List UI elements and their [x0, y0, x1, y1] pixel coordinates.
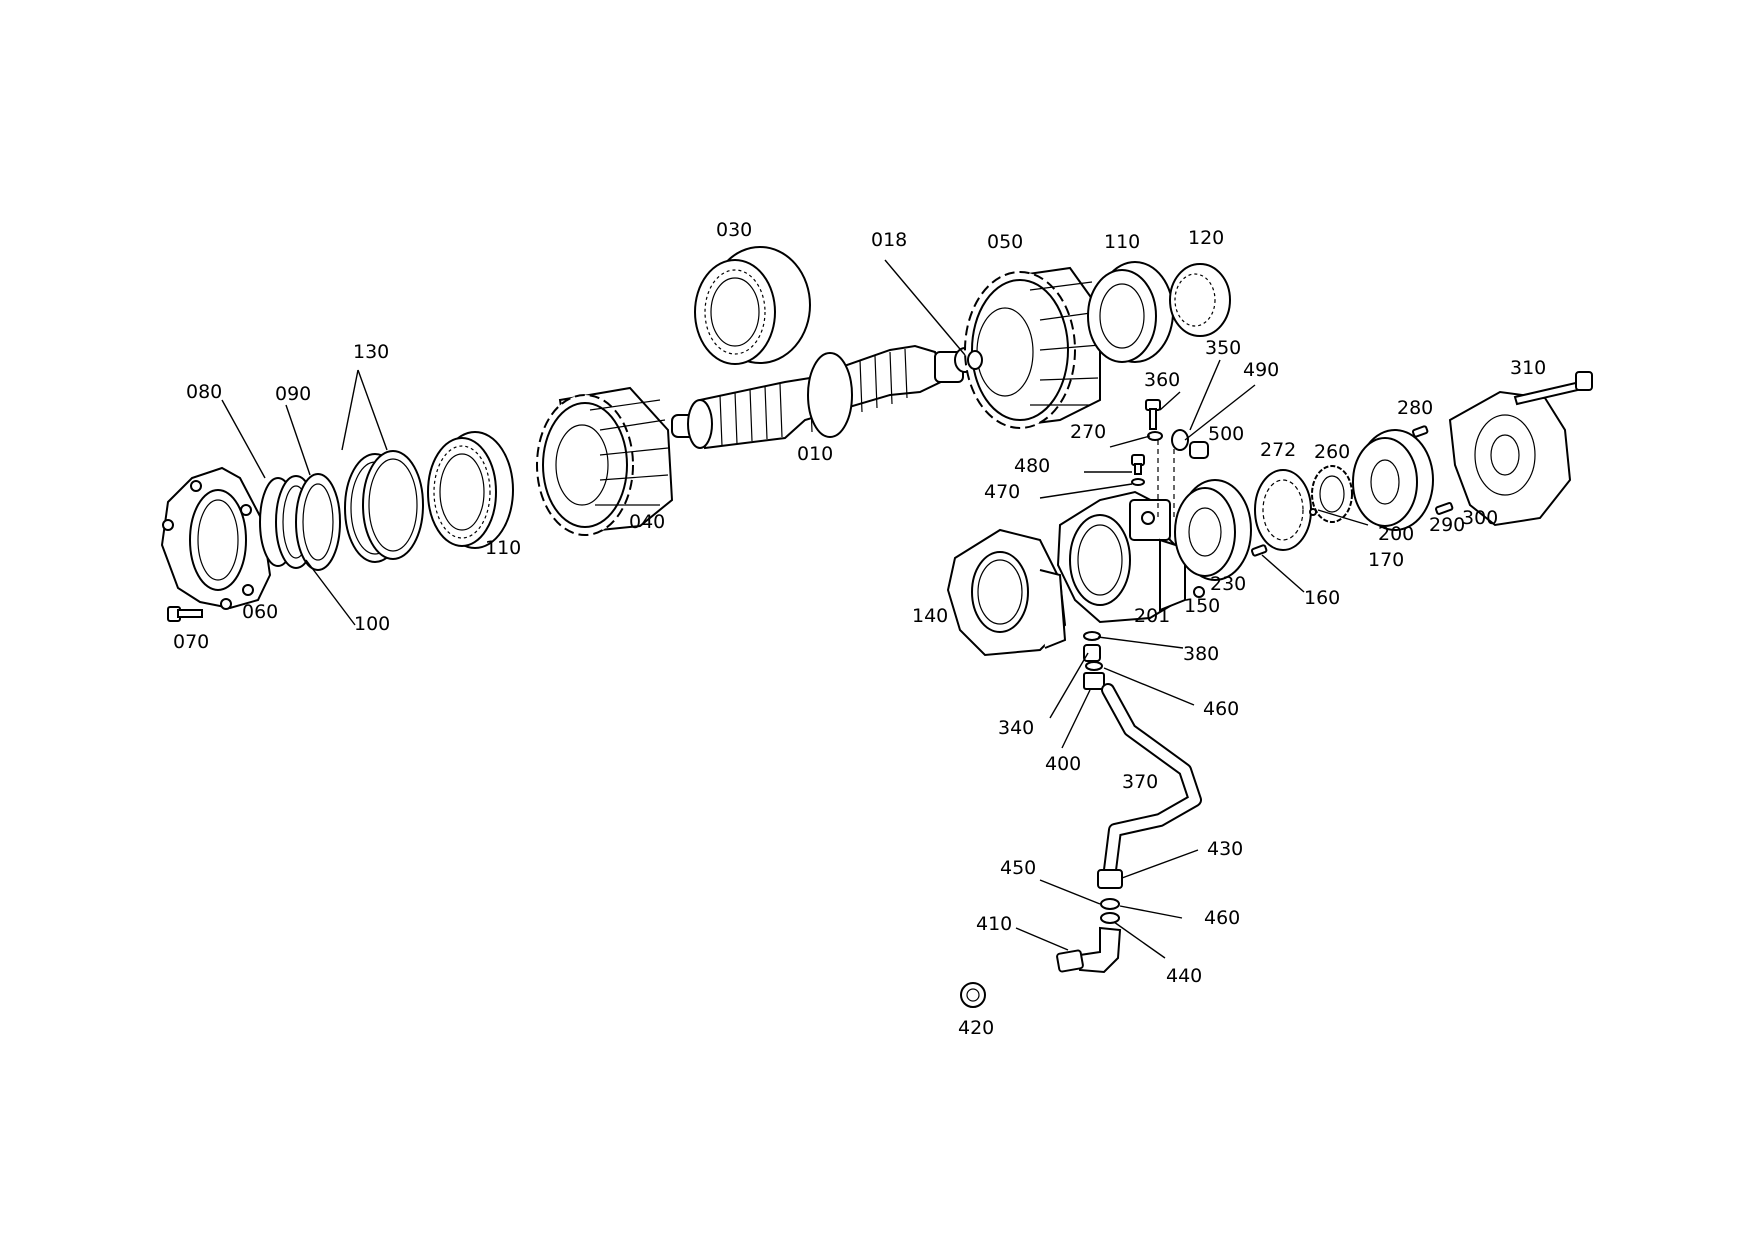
plug-500: [1189, 441, 1209, 459]
bearing-sleeve-030: [694, 246, 811, 365]
nut-400: [1083, 672, 1105, 690]
label-500: 500: [1208, 423, 1244, 445]
flange-cover-060: [160, 466, 272, 610]
label-140: 140: [912, 605, 948, 627]
label-120: 120: [1188, 227, 1224, 249]
label-280: 280: [1397, 397, 1433, 419]
part-labels: 030 018 050 110 120 130 080 090 350 490 …: [173, 219, 1546, 1039]
label-400: 400: [1045, 753, 1081, 775]
label-450: 450: [1000, 857, 1036, 879]
fitting-380: [1083, 631, 1101, 641]
plug-360: [1145, 399, 1161, 430]
label-410: 410: [976, 913, 1012, 935]
gear-040: [536, 386, 674, 536]
label-350: 350: [1205, 337, 1241, 359]
cover-300: [1448, 390, 1572, 527]
label-310: 310: [1510, 357, 1546, 379]
bearing-110-left: [427, 431, 514, 549]
label-300: 300: [1462, 507, 1498, 529]
bolt-070: [167, 606, 203, 622]
label-370: 370: [1122, 771, 1158, 793]
label-100: 100: [354, 613, 390, 635]
seal-230: [1174, 479, 1252, 581]
leader-lines: [221, 259, 1369, 959]
fitting-340: [1083, 644, 1101, 662]
label-270: 270: [1070, 421, 1106, 443]
label-030: 030: [716, 219, 752, 241]
label-170: 170: [1368, 549, 1404, 571]
ring-stack-080-090-100: [259, 473, 341, 571]
plug-480: [1131, 454, 1145, 475]
label-272: 272: [1260, 439, 1296, 461]
label-480: 480: [1014, 455, 1050, 477]
label-070: 070: [173, 631, 209, 653]
label-470: 470: [984, 481, 1020, 503]
elbow-fitting-410-440: [1056, 926, 1122, 974]
label-018: 018: [871, 229, 907, 251]
nut-150: [1193, 586, 1205, 598]
ring-490: [1171, 429, 1189, 451]
label-010: 010: [797, 443, 833, 465]
label-200: 200: [1378, 523, 1414, 545]
label-040: 040: [629, 511, 665, 533]
label-260: 260: [1314, 441, 1350, 463]
label-420: 420: [958, 1017, 994, 1039]
dashed-guide-lines: [1157, 440, 1175, 520]
label-340: 340: [998, 717, 1034, 739]
label-460-upper: 460: [1203, 698, 1239, 720]
washer-018: [967, 350, 983, 370]
pipe-370: [1101, 683, 1202, 877]
label-050: 050: [987, 231, 1023, 253]
label-380: 380: [1183, 643, 1219, 665]
label-430: 430: [1207, 838, 1243, 860]
ring-460-upper: [1085, 661, 1103, 671]
part-drawings: [160, 246, 1593, 1008]
washer-470: [1131, 478, 1145, 486]
shaft-010: [671, 344, 976, 450]
sync-ring-260: [1311, 465, 1353, 523]
pin-280: [1411, 425, 1429, 438]
label-150: 150: [1184, 595, 1220, 617]
label-060: 060: [242, 601, 278, 623]
ring-460-lower: [1100, 912, 1120, 924]
pin-290: [1435, 502, 1454, 515]
label-110-upper: 110: [1104, 231, 1140, 253]
label-090: 090: [275, 383, 311, 405]
cover-140: [946, 528, 1067, 657]
label-080: 080: [186, 381, 222, 403]
disc-200: [1352, 429, 1434, 531]
label-460-lower: 460: [1204, 907, 1240, 929]
ball-170: [1309, 508, 1317, 516]
label-440: 440: [1166, 965, 1202, 987]
snap-rings-130: [344, 450, 424, 563]
pin-160: [1250, 544, 1268, 557]
label-360: 360: [1144, 369, 1180, 391]
label-230: 230: [1210, 573, 1246, 595]
label-160: 160: [1304, 587, 1340, 609]
needle-cage-120: [1169, 263, 1231, 337]
nut-430: [1097, 869, 1123, 889]
gear-050: [964, 266, 1101, 429]
ring-272: [1254, 469, 1312, 551]
label-290: 290: [1429, 514, 1465, 536]
label-110-lower: 110: [485, 537, 521, 559]
washer-270: [1147, 431, 1163, 441]
nut-420: [960, 982, 986, 1008]
label-490: 490: [1243, 359, 1279, 381]
label-130: 130: [353, 341, 389, 363]
bearing-110-right: [1087, 261, 1174, 363]
bolt-310: [1513, 371, 1593, 406]
label-201: 201: [1134, 605, 1170, 627]
ring-450: [1100, 898, 1120, 910]
housing-201: [1056, 490, 1187, 624]
